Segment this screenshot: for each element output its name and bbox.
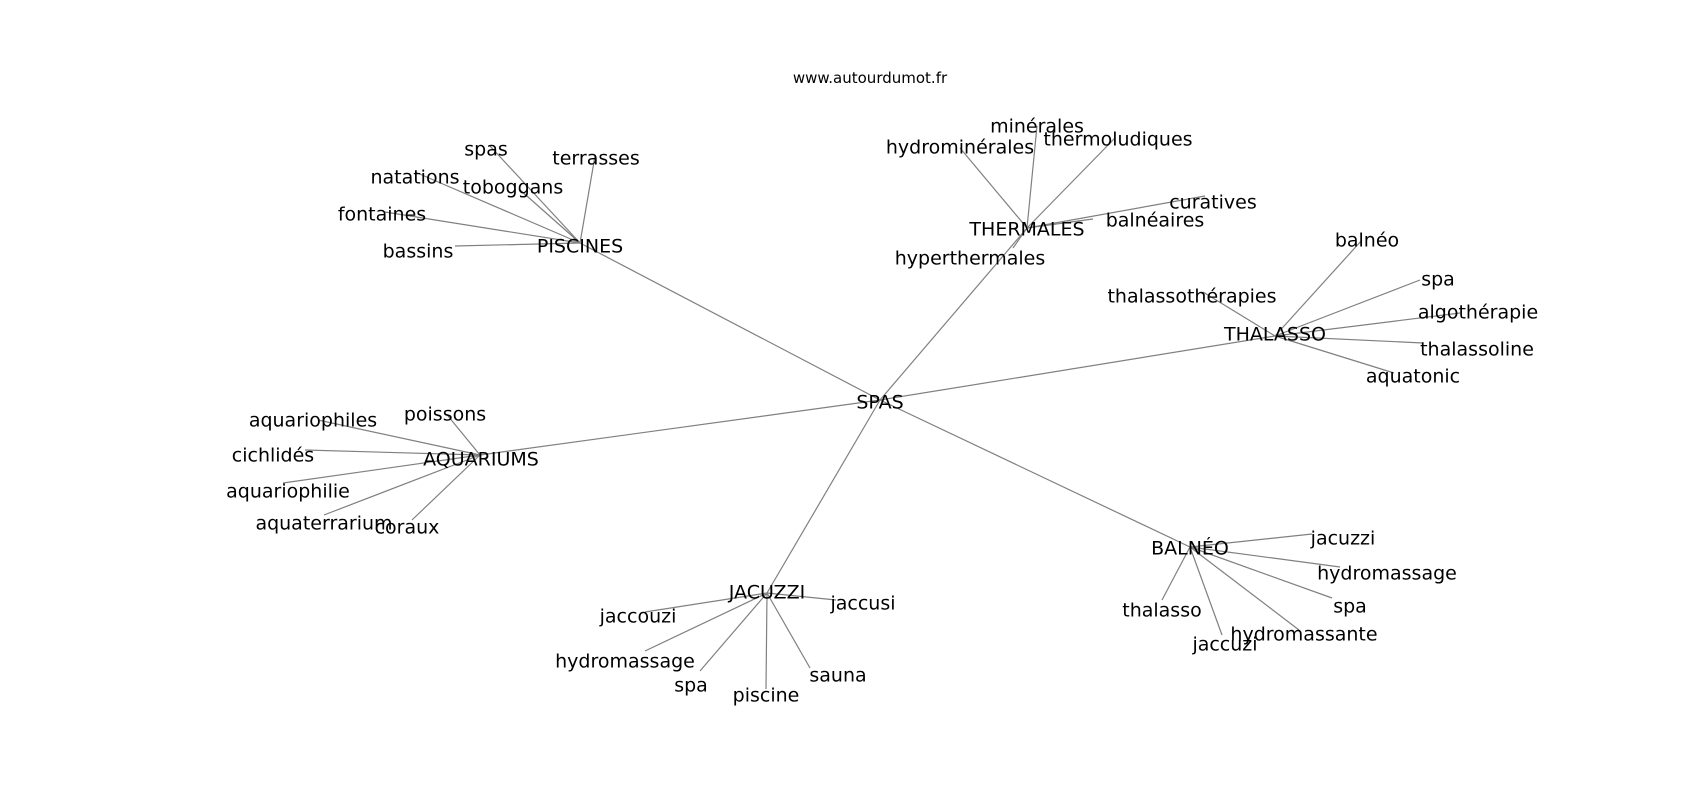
leaf-node: spas xyxy=(464,139,508,161)
leaf-node: thermoludiques xyxy=(1043,129,1192,151)
hub-node: AQUARIUMS xyxy=(423,449,539,471)
edge-3-2 xyxy=(304,449,481,456)
edge-center-5 xyxy=(766,399,881,594)
leaf-node: aquariophilie xyxy=(226,481,350,503)
edge-0-0 xyxy=(489,145,581,244)
leaf-node: coraux xyxy=(375,517,440,539)
leaf-node: thalassoline xyxy=(1420,339,1534,361)
leaf-node: balnéaires xyxy=(1106,210,1205,232)
leaf-node: jaccusi xyxy=(829,593,895,615)
leaf-node: hydromassage xyxy=(555,651,695,673)
edge-3-4 xyxy=(323,454,481,516)
edge-1-1 xyxy=(959,147,1028,229)
leaf-node: jaccuzi xyxy=(1191,634,1257,656)
edge-1-0 xyxy=(1026,125,1038,229)
leaf-node: curatives xyxy=(1169,192,1257,214)
labels-layer: www.autourdumot.fr SPAS PISCINES spas terra… xyxy=(226,69,1538,707)
edge-5-3 xyxy=(699,592,768,672)
leaf-node: toboggans xyxy=(463,177,563,199)
site-credit: www.autourdumot.fr xyxy=(793,69,948,87)
edge-0-4 xyxy=(384,211,581,244)
leaf-node: algothérapie xyxy=(1418,302,1538,324)
leaf-node: jaccouzi xyxy=(599,606,677,628)
leaf-node: aquariophiles xyxy=(249,410,377,432)
edge-5-5 xyxy=(766,592,811,669)
leaf-node: thalassothérapies xyxy=(1107,286,1276,308)
leaf-node: aquatonic xyxy=(1366,366,1460,388)
edge-5-2 xyxy=(644,592,768,652)
edge-1-5 xyxy=(1012,227,1028,249)
leaf-node: poissons xyxy=(404,404,486,426)
edge-3-0 xyxy=(447,415,481,456)
leaf-node: sauna xyxy=(809,665,866,687)
edge-1-3 xyxy=(1026,195,1206,229)
edge-3-1 xyxy=(317,419,481,456)
leaf-node: piscine xyxy=(733,685,800,707)
edge-3-3 xyxy=(282,454,481,484)
edge-4-5 xyxy=(1189,546,1223,636)
leaf-node: balnéo xyxy=(1335,230,1399,252)
leaf-node: bassins xyxy=(383,241,454,263)
edge-2-2 xyxy=(1202,291,1276,337)
leaf-node: spa xyxy=(1421,269,1455,291)
leaf-node: spa xyxy=(674,675,708,697)
leaf-node: hyperthermales xyxy=(895,248,1046,270)
edge-center-4 xyxy=(879,399,1191,548)
leaf-node: jacuzzi xyxy=(1310,528,1376,550)
center-node: SPAS xyxy=(856,392,903,414)
edge-center-3 xyxy=(479,399,881,456)
edge-2-1 xyxy=(1274,279,1421,337)
edge-2-4 xyxy=(1274,335,1424,344)
edge-center-0 xyxy=(579,242,881,401)
leaf-node: spa xyxy=(1333,596,1367,618)
leaf-node: hydromassage xyxy=(1317,563,1457,585)
leaf-node: terrasses xyxy=(552,148,639,170)
leaf-node: aquaterrarium xyxy=(255,513,392,535)
leaf-node: thalasso xyxy=(1122,600,1201,622)
edges-layer xyxy=(282,125,1461,690)
leaf-node: fontaines xyxy=(338,204,426,226)
edge-center-2 xyxy=(879,335,1276,401)
edge-2-3 xyxy=(1274,312,1461,337)
leaf-node: minérales xyxy=(990,116,1084,138)
edge-2-0 xyxy=(1274,239,1363,337)
edge-4-3 xyxy=(1161,546,1191,601)
edge-4-0 xyxy=(1189,533,1313,548)
edge-4-4 xyxy=(1189,546,1300,631)
leaf-node: hydromassante xyxy=(1230,624,1377,646)
hub-node: BALNÉO xyxy=(1151,537,1229,560)
edge-0-2 xyxy=(414,171,581,244)
edge-5-0 xyxy=(644,592,768,613)
edge-4-2 xyxy=(1189,546,1333,599)
edge-1-4 xyxy=(1026,218,1094,229)
hub-node: JACUZZI xyxy=(728,582,805,604)
leaf-node: cichlidés xyxy=(232,445,314,467)
edge-0-1 xyxy=(579,155,596,244)
edge-2-5 xyxy=(1274,335,1395,374)
leaf-node: hydrominérales xyxy=(886,137,1034,159)
hub-node: THALASSO xyxy=(1223,324,1326,346)
edge-5-4 xyxy=(765,592,768,690)
edge-0-3 xyxy=(518,188,581,244)
edge-3-5 xyxy=(411,454,481,521)
edge-0-5 xyxy=(454,242,581,247)
hub-node: PISCINES xyxy=(537,236,623,258)
edge-4-1 xyxy=(1189,546,1341,568)
hub-node: THERMALES xyxy=(968,219,1084,241)
edge-1-2 xyxy=(1026,137,1116,229)
leaf-node: natations xyxy=(370,167,459,189)
edge-center-1 xyxy=(879,227,1028,401)
edge-5-1 xyxy=(766,592,837,601)
